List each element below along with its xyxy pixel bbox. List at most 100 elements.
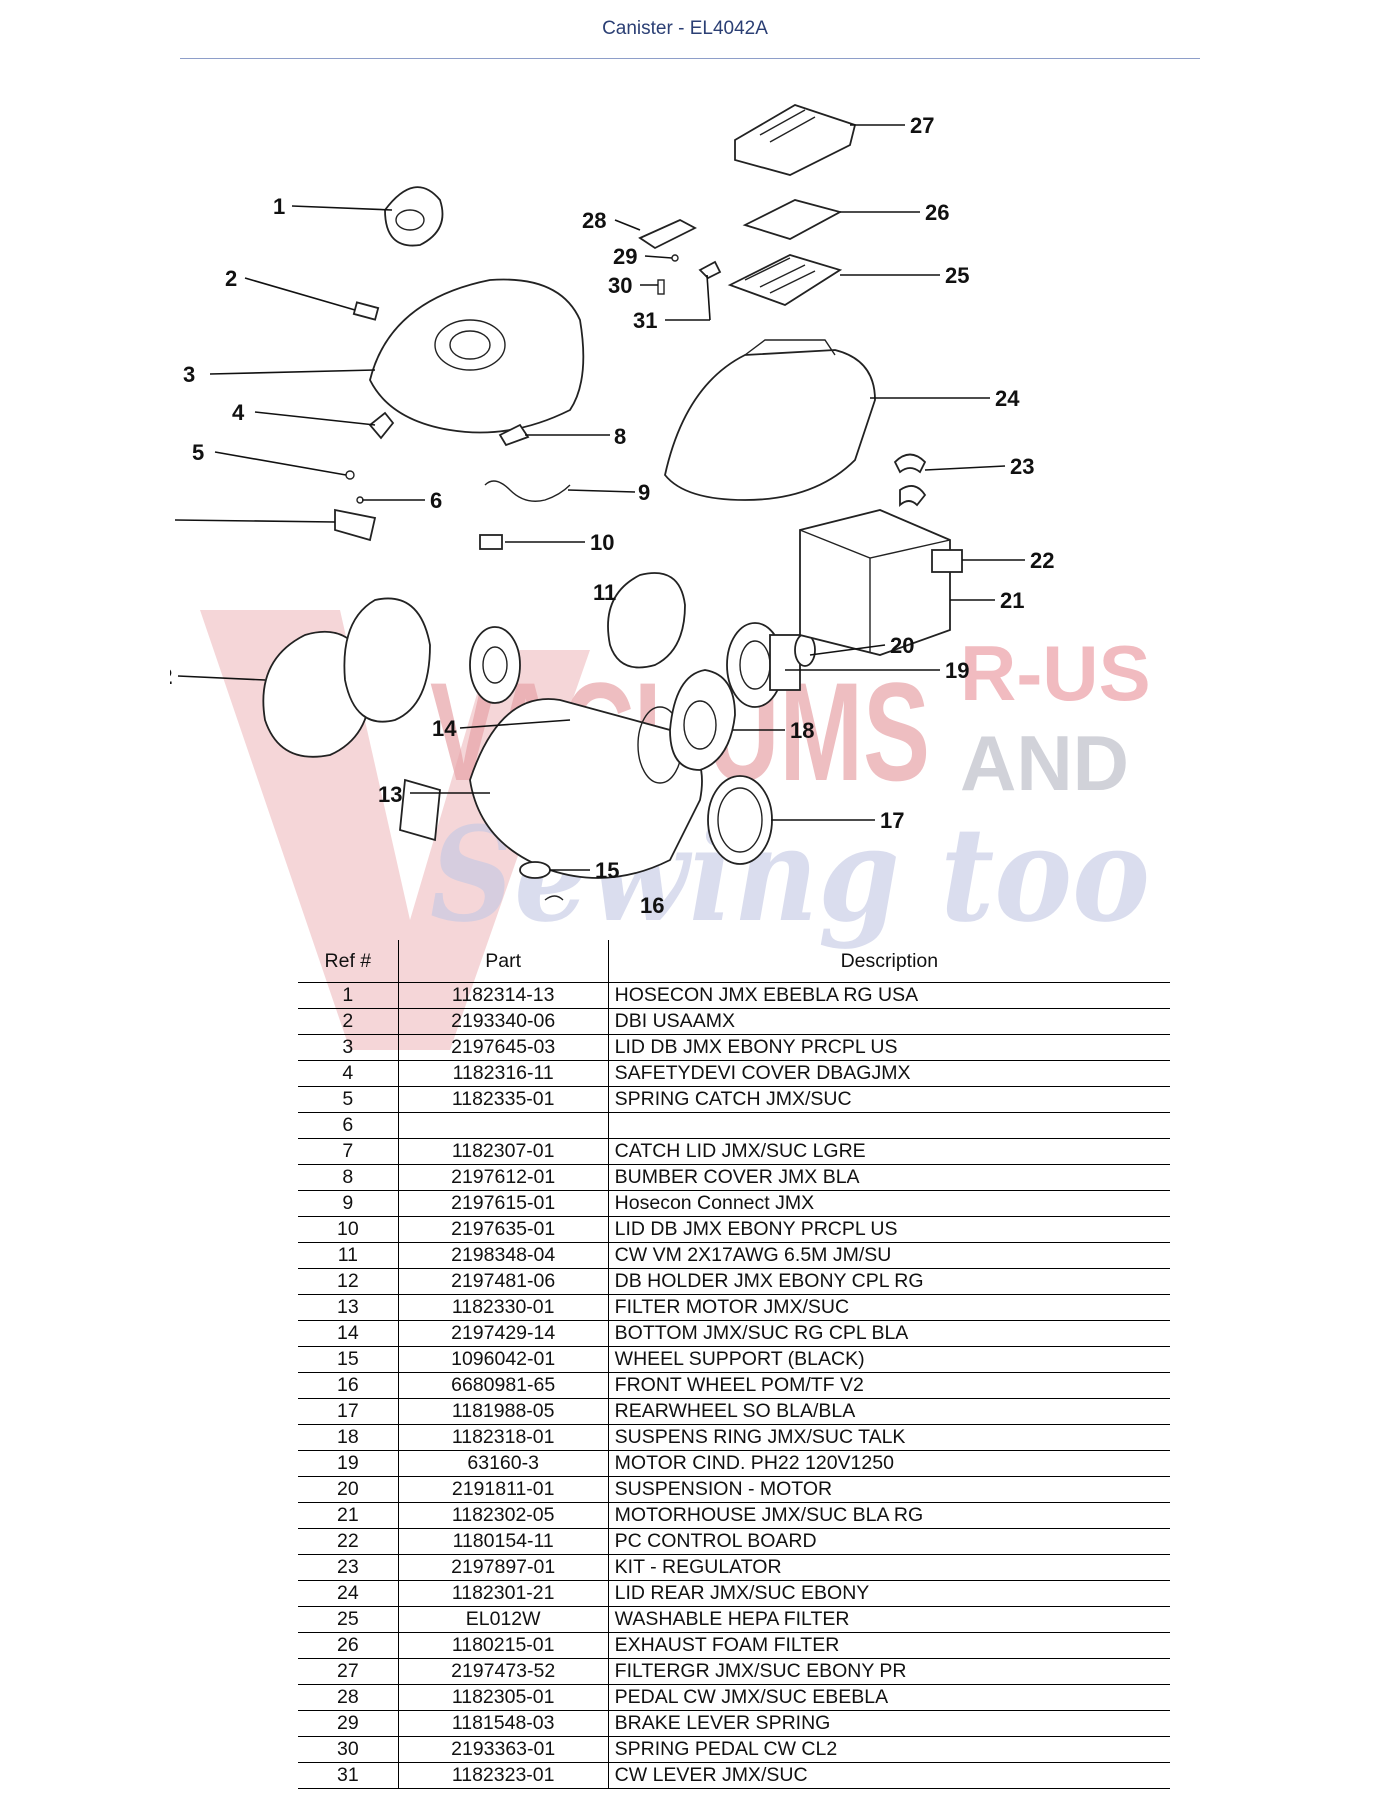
callout-17: 17 <box>880 808 904 833</box>
callout-10: 10 <box>590 530 614 555</box>
part-number-cell: 1180154-11 <box>397 1528 609 1555</box>
callout-30: 30 <box>608 273 632 298</box>
description-cell: CATCH LID JMX/SUC LGRE <box>607 1138 1170 1165</box>
callout-labels: 1 2 3 4 5 6 7 8 9 10 11 12 13 14 15 16 1… <box>170 113 1054 918</box>
callout-9: 9 <box>638 480 650 505</box>
ref-cell: 16 <box>298 1372 399 1399</box>
description-cell: LID DB JMX EBONY PRCPL US <box>607 1034 1170 1061</box>
part-number-cell: EL012W <box>397 1606 609 1633</box>
callout-14: 14 <box>432 716 457 741</box>
part-number-cell: 2197897-01 <box>397 1554 609 1581</box>
callout-18: 18 <box>790 718 814 743</box>
header-part: Part <box>397 940 609 983</box>
description-cell: PEDAL CW JMX/SUC EBEBLA <box>607 1684 1170 1711</box>
description-cell: HOSECON JMX EBEBLA RG USA <box>607 982 1170 1009</box>
part-number-cell: 2193340-06 <box>397 1008 609 1035</box>
callout-12: 12 <box>170 664 172 689</box>
description-cell: BRAKE LEVER SPRING <box>607 1710 1170 1737</box>
table-row: 6 <box>298 1112 1170 1139</box>
description-cell: SUSPENSION - MOTOR <box>607 1476 1170 1503</box>
ref-cell: 8 <box>298 1164 399 1191</box>
callout-15: 15 <box>595 858 619 883</box>
description-cell: KIT - REGULATOR <box>607 1554 1170 1581</box>
callout-20: 20 <box>890 633 914 658</box>
part-number-cell: 6680981-65 <box>397 1372 609 1399</box>
description-cell: LID REAR JMX/SUC EBONY <box>607 1580 1170 1607</box>
description-cell: FRONT WHEEL POM/TF V2 <box>607 1372 1170 1399</box>
part-number-cell: 2197473-52 <box>397 1658 609 1685</box>
ref-cell: 4 <box>298 1060 399 1087</box>
description-cell: CW LEVER JMX/SUC <box>607 1762 1170 1789</box>
ref-cell: 19 <box>298 1450 399 1477</box>
description-cell: MOTOR CIND. PH22 120V1250 <box>607 1450 1170 1477</box>
part-number-cell: 2197612-01 <box>397 1164 609 1191</box>
part-number-cell: 1096042-01 <box>397 1346 609 1373</box>
part-number-cell: 2198348-04 <box>397 1242 609 1269</box>
callout-1: 1 <box>273 194 285 219</box>
header-description: Description <box>607 940 1170 983</box>
description-cell: WASHABLE HEPA FILTER <box>607 1606 1170 1633</box>
callout-5: 5 <box>192 440 204 465</box>
ref-cell: 7 <box>298 1138 399 1165</box>
ref-cell: 22 <box>298 1528 399 1555</box>
ref-cell: 1 <box>298 982 399 1009</box>
ref-cell: 17 <box>298 1398 399 1425</box>
parts-table-header: Ref # Part Description <box>298 940 1170 983</box>
callout-21: 21 <box>1000 588 1024 613</box>
leader-lines <box>174 124 1025 871</box>
part-number-cell: 1182302-05 <box>397 1502 609 1529</box>
description-cell: DB HOLDER JMX EBONY CPL RG <box>607 1268 1170 1295</box>
description-cell: PC CONTROL BOARD <box>607 1528 1170 1555</box>
callout-8: 8 <box>614 424 626 449</box>
description-cell: WHEEL SUPPORT (BLACK) <box>607 1346 1170 1373</box>
ref-cell: 21 <box>298 1502 399 1529</box>
description-cell: FILTER MOTOR JMX/SUC <box>607 1294 1170 1321</box>
ref-cell: 31 <box>298 1762 399 1789</box>
description-cell: SPRING PEDAL CW CL2 <box>607 1736 1170 1763</box>
part-number-cell: 1182330-01 <box>397 1294 609 1321</box>
description-cell: SAFETYDEVI COVER DBAGJMX <box>607 1060 1170 1087</box>
part-number-cell: 1182305-01 <box>397 1684 609 1711</box>
part-number-cell: 1180215-01 <box>397 1632 609 1659</box>
description-cell: EXHAUST FOAM FILTER <box>607 1632 1170 1659</box>
ref-cell: 25 <box>298 1606 399 1633</box>
ref-cell: 6 <box>298 1112 399 1139</box>
ref-cell: 5 <box>298 1086 399 1113</box>
callout-22: 22 <box>1030 548 1054 573</box>
description-cell: DBI USAAMX <box>607 1008 1170 1035</box>
ref-cell: 23 <box>298 1554 399 1581</box>
ref-cell: 15 <box>298 1346 399 1373</box>
description-cell: BUMBER COVER JMX BLA <box>607 1164 1170 1191</box>
part-number-cell: 2197429-14 <box>397 1320 609 1347</box>
callout-25: 25 <box>945 263 969 288</box>
part-number-cell: 63160-3 <box>397 1450 609 1477</box>
callout-11: 11 <box>593 580 616 605</box>
ref-cell: 14 <box>298 1320 399 1347</box>
ref-cell: 20 <box>298 1476 399 1503</box>
ref-cell: 11 <box>298 1242 399 1269</box>
part-number-cell <box>397 1112 609 1139</box>
callout-29: 29 <box>613 244 637 269</box>
callout-4: 4 <box>232 400 245 425</box>
part-number-cell: 2193363-01 <box>397 1736 609 1763</box>
description-cell: REARWHEEL SO BLA/BLA <box>607 1398 1170 1425</box>
ref-cell: 3 <box>298 1034 399 1061</box>
part-number-cell: 1182323-01 <box>397 1762 609 1789</box>
description-cell: MOTORHOUSE JMX/SUC BLA RG <box>607 1502 1170 1529</box>
